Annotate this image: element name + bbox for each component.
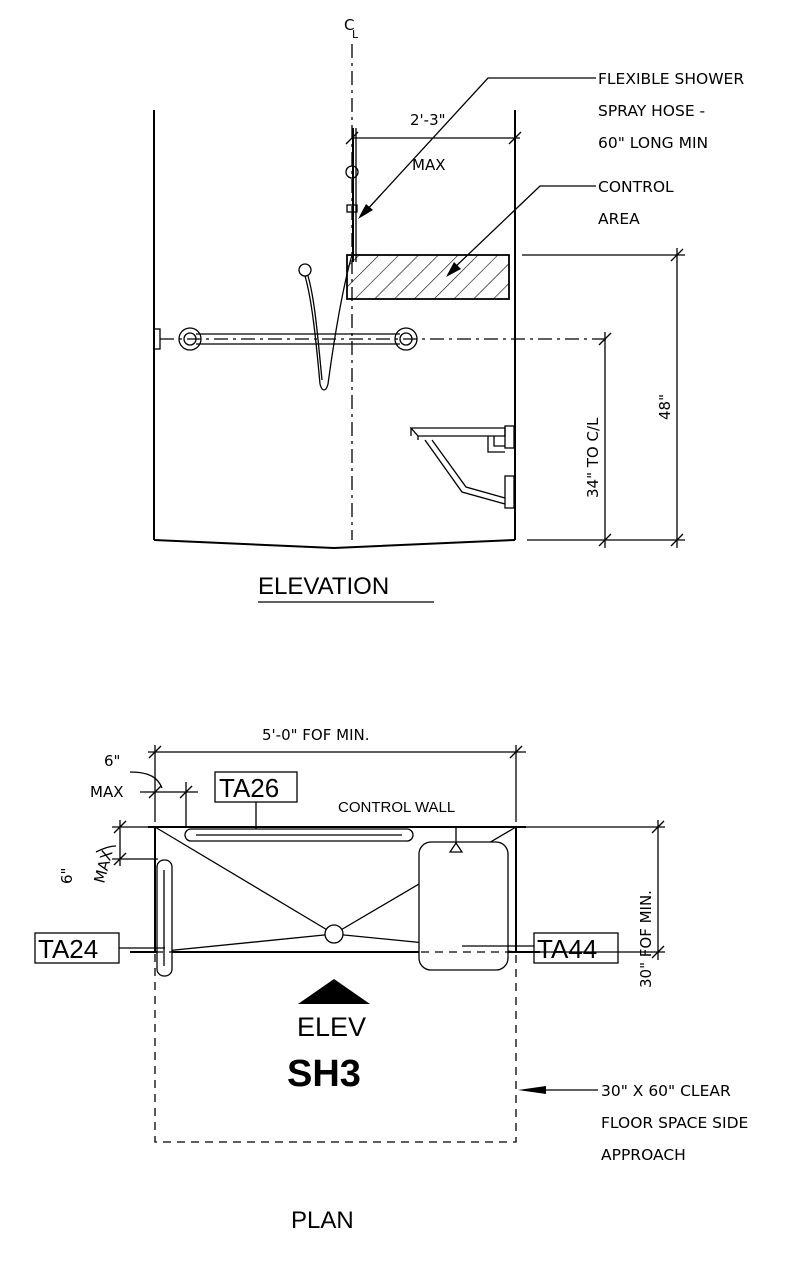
elevation-marker-label: ELEV	[297, 1012, 366, 1042]
tag-side-bar: TA24	[38, 934, 98, 964]
side-offset-value: 6"	[58, 868, 76, 884]
control-leader	[451, 185, 596, 271]
grab-bar-height-value: 34" TO C/L	[584, 417, 602, 498]
top-offset-max: MAX	[90, 783, 123, 801]
control-wall-label: CONTROL WALL	[338, 799, 455, 816]
slope-line-1	[154, 826, 335, 935]
floor-line	[153, 539, 516, 550]
clear-floor-note-line-2: FLOOR SPACE SIDE	[601, 1114, 748, 1132]
hose-note-line-2: SPRAY HOSE -	[598, 102, 705, 120]
hose-note-line-1: FLEXIBLE SHOWER	[598, 70, 744, 88]
seat-mount-triangle	[448, 841, 464, 853]
elevation-view: C L 2'-3" MAX FLEXIBLE SHOWER SPRAY HOSE…	[153, 16, 744, 603]
control-height-tick-bottom	[670, 533, 684, 547]
centerline-symbol: C	[344, 16, 354, 34]
depth-dim-tick-bottom	[651, 945, 665, 959]
depth-dim-tick-top	[651, 820, 665, 834]
offset-dim-value: 2'-3"	[410, 111, 446, 129]
plan-view: 5'-0" FOF MIN. 6" MAX TA26 CONTROL WALL	[34, 726, 748, 1234]
seat-front-edge	[410, 428, 419, 440]
floor-drain	[324, 924, 344, 944]
seat-bracket	[424, 439, 506, 505]
elevation-title: ELEVATION	[258, 573, 389, 600]
top-offset-leader	[129, 771, 163, 789]
spray-hose-inner	[307, 275, 323, 381]
hose-leader	[364, 77, 596, 213]
shower-seat	[409, 427, 506, 437]
centerline-subscript: L	[352, 28, 359, 41]
seat-wall-plate-upper	[504, 425, 515, 449]
tag-back-bar: TA26	[219, 773, 279, 803]
unit-id: SH3	[287, 1053, 361, 1095]
slide-clamp	[346, 204, 358, 213]
side-offset-leader	[95, 845, 117, 853]
offset-dim-max: MAX	[412, 156, 445, 174]
clear-floor-note-line-3: APPROACH	[601, 1146, 686, 1164]
clear-floor-leader-arrow	[518, 1086, 546, 1094]
seat-support	[487, 436, 505, 453]
grab-bar-right-end	[394, 327, 418, 351]
hose-note-line-3: 60" LONG MIN	[598, 134, 708, 152]
top-offset-tick-left	[148, 785, 162, 799]
seat-wall-plate	[504, 475, 515, 509]
control-note-line-1: CONTROL	[598, 178, 674, 196]
control-height-value: 48"	[656, 394, 674, 420]
control-area	[346, 254, 510, 300]
hand-shower-head	[298, 263, 312, 277]
top-offset-value: 6"	[104, 752, 120, 770]
grab-bar-left-end-inner	[183, 332, 197, 346]
shower-seat-plan	[418, 841, 509, 971]
width-dim-value: 5'-0" FOF MIN.	[262, 726, 369, 744]
tag-seat-box	[533, 932, 619, 964]
spray-hose	[304, 254, 353, 391]
grab-bar-right-end-inner	[399, 332, 413, 346]
shower-head-mount	[345, 165, 359, 179]
elevation-marker	[298, 979, 370, 1004]
grab-bar-height-tick-top	[598, 332, 612, 346]
clear-floor-space	[154, 951, 517, 1143]
side-offset-max: MAX	[90, 848, 116, 885]
tag-seat: TA44	[537, 934, 597, 964]
slope-line-2	[154, 933, 335, 953]
depth-dim-value: 30" FOF MIN.	[637, 890, 655, 988]
plan-title: PLAN	[291, 1207, 354, 1234]
control-height-tick-top	[670, 248, 684, 262]
control-note-line-2: AREA	[598, 210, 640, 228]
clear-floor-note-line-1: 30" X 60" CLEAR	[601, 1082, 731, 1100]
hose-leader-arrow	[358, 204, 373, 219]
offset-dim-tick-right	[508, 131, 522, 145]
grab-bar-left-end	[178, 327, 202, 351]
